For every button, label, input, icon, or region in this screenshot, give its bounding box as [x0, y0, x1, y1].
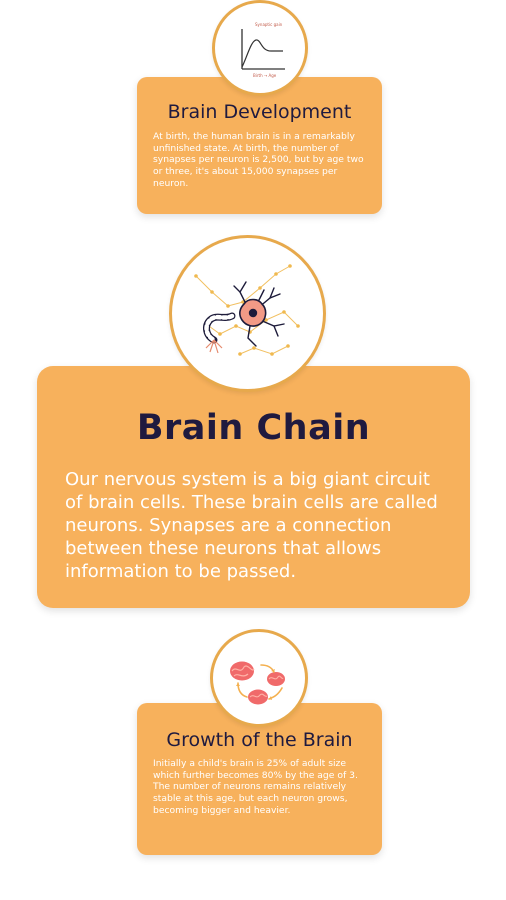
synapse-growth-chart-icon: Synaptic gain Birth → Age: [212, 0, 308, 96]
brains-cycle-icon: [210, 629, 308, 727]
growth-of-the-brain-card: Growth of the Brain Initially a child's …: [137, 703, 382, 855]
neuron-icon: [169, 235, 326, 392]
card-title: Brain Chain: [136, 408, 371, 448]
card-body: At birth, the human brain is in a remark…: [153, 131, 364, 189]
card-body: Initially a child's brain is 25% of adul…: [153, 758, 358, 816]
card-title: Brain Development: [167, 101, 352, 123]
brain-development-card: Brain Development At birth, the human br…: [137, 77, 382, 214]
card-body: Our nervous system is a big giant circui…: [65, 469, 438, 582]
chart-label-top: Synaptic gain: [255, 22, 283, 27]
chart-label-bottom: Birth → Age: [253, 73, 277, 78]
brain-chain-card: Brain Chain Our nervous system is a big …: [37, 366, 470, 608]
card-title: Growth of the Brain: [166, 729, 353, 751]
